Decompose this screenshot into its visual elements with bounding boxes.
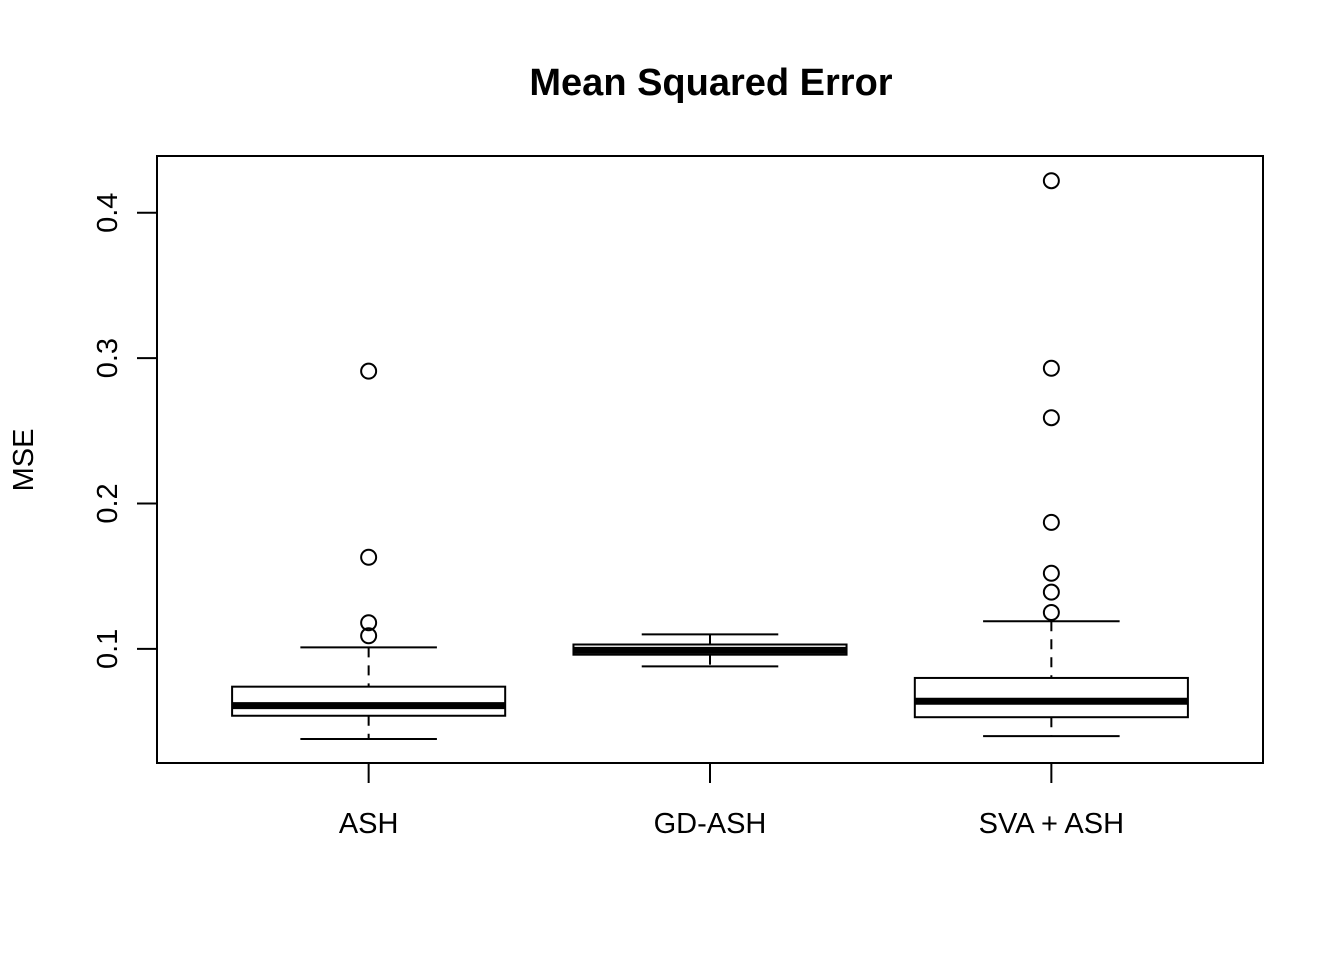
- box-ash: [231, 362, 507, 741]
- outlier-point: [360, 614, 378, 632]
- outlier-point: [1042, 359, 1060, 377]
- x-tick-label: SVA + ASH: [979, 808, 1124, 840]
- x-tick-label: GD-ASH: [654, 808, 767, 840]
- y-tick-label: 0.3: [92, 338, 124, 378]
- outlier-point: [360, 548, 378, 566]
- y-tick-label: 0.2: [92, 483, 124, 523]
- y-axis: 0.1 0.2 0.3 0.4: [92, 193, 157, 669]
- outlier-point: [1042, 513, 1060, 531]
- chart-title: Mean Squared Error: [529, 62, 892, 104]
- outlier-point: [1042, 564, 1060, 582]
- iqr-box: [913, 676, 1189, 719]
- outlier-point: [1042, 172, 1060, 190]
- outlier-point: [1042, 583, 1060, 601]
- box-gd-ash: [572, 633, 848, 668]
- y-tick-label: 0.1: [92, 629, 124, 669]
- iqr-box: [231, 685, 507, 717]
- box-sva-ash: [913, 172, 1189, 738]
- outlier-point: [360, 362, 378, 380]
- y-axis-label: MSE: [8, 429, 40, 492]
- outlier-point: [1042, 409, 1060, 427]
- y-tick-label: 0.4: [92, 193, 124, 233]
- outlier-point: [360, 627, 378, 645]
- outlier-point: [1042, 604, 1060, 622]
- x-axis: ASH GD-ASH SVA + ASH: [339, 763, 1124, 840]
- x-tick-label: ASH: [339, 808, 399, 840]
